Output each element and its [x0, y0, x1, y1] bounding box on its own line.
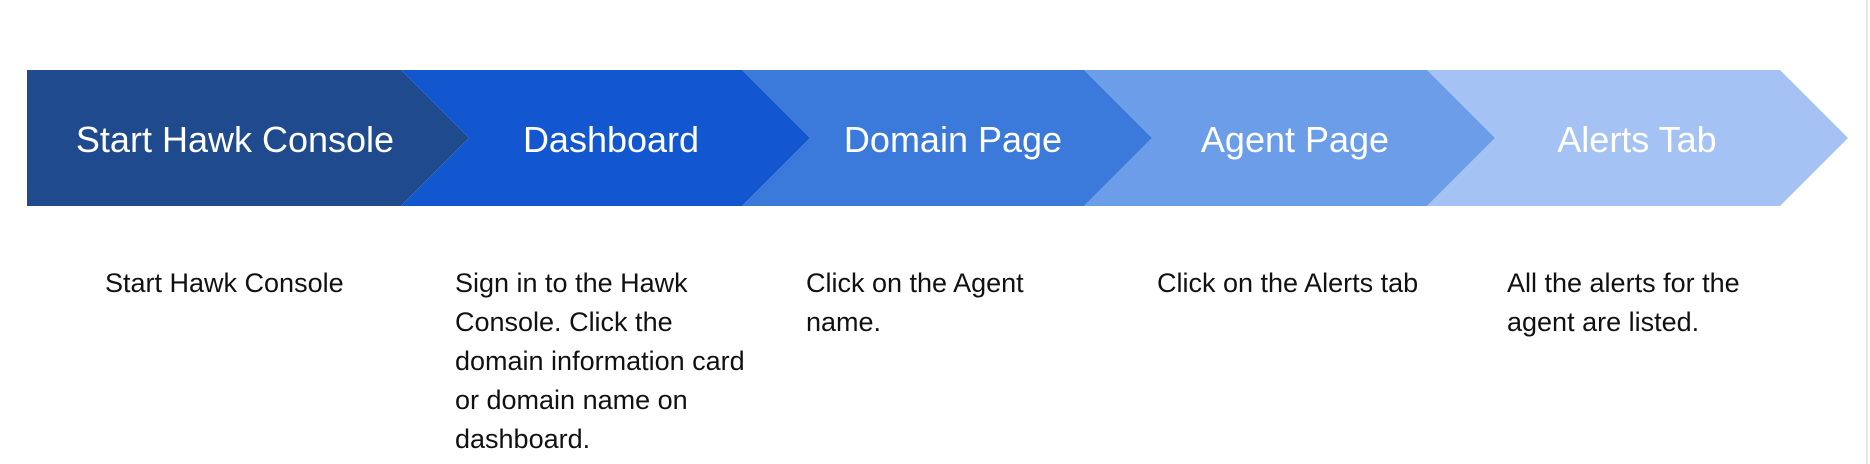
step-5-title: Alerts Tab — [1557, 119, 1716, 160]
page-edge-divider — [1866, 0, 1868, 464]
step-2-chevron — [401, 70, 810, 206]
step-1-chevron — [27, 70, 469, 206]
step-5-chevron — [1427, 70, 1848, 206]
step-1-title: Start Hawk Console — [76, 119, 394, 160]
step-4-chevron — [1084, 70, 1495, 206]
step-3-chevron — [742, 70, 1152, 206]
step-1-description: Start Hawk Console — [105, 268, 344, 298]
step-2-title: Dashboard — [523, 119, 699, 160]
step-3-title: Domain Page — [844, 119, 1062, 160]
step-2-description: Sign in to the Hawk Console. Click the d… — [455, 268, 745, 454]
step-5-description: All the alerts for the agent are listed. — [1507, 268, 1740, 337]
step-4-title: Agent Page — [1201, 119, 1389, 160]
step-4-description: Click on the Alerts tab — [1157, 268, 1419, 298]
step-3-description: Click on the Agent name. — [806, 268, 1024, 337]
